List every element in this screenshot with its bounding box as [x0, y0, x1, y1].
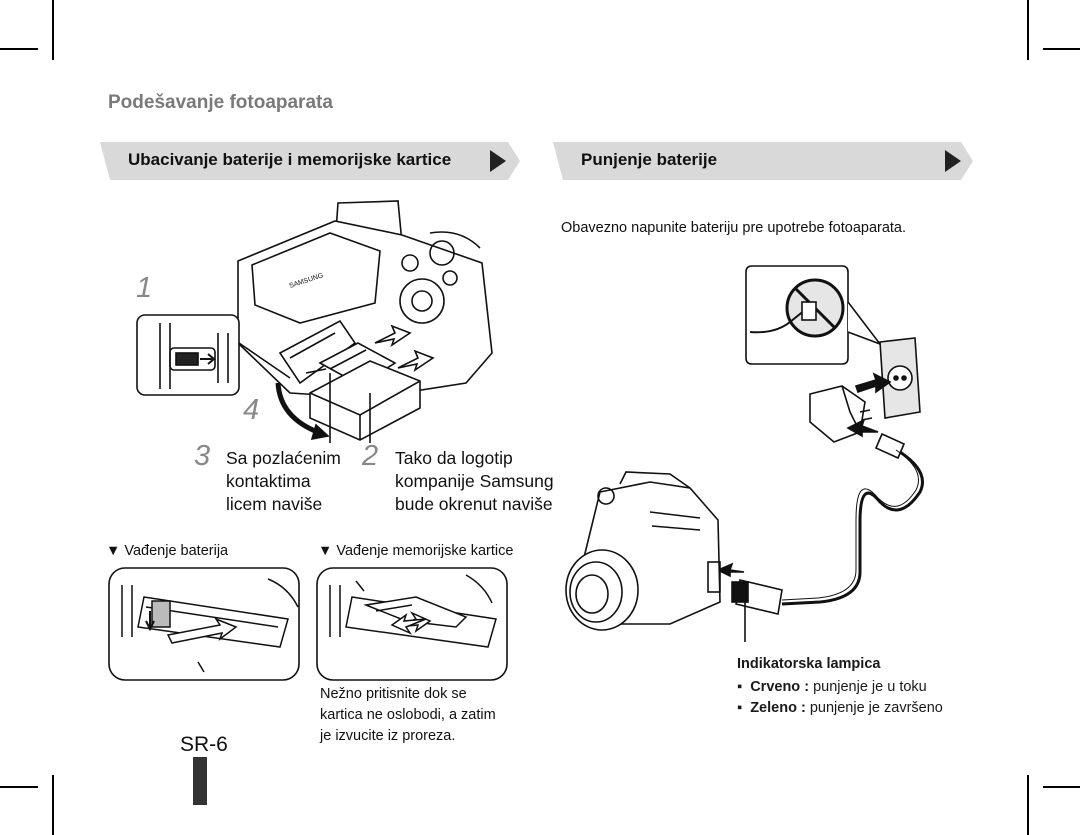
step-1-number: 1 — [136, 272, 153, 304]
page-tab-marker — [193, 757, 207, 805]
remove-battery-label: ▼ Vađenje baterija — [106, 543, 229, 559]
crop-mark — [0, 786, 38, 788]
crop-mark — [1043, 786, 1080, 788]
card-note-line-1: Nežno pritisnite dok se — [320, 686, 467, 702]
bullet-icon: ▪ — [737, 679, 751, 695]
step-2-line-2: kompanije Samsung — [395, 471, 554, 491]
card-note-line-2: kartica ne oslobodi, a zatim — [320, 707, 496, 723]
section-title: Podešavanje fotoaparata — [108, 92, 333, 113]
indicator-item-green: ▪ Zeleno : punjenje je završeno — [737, 700, 943, 716]
indicator-color-label: Crveno — [750, 679, 801, 695]
crop-mark — [52, 0, 54, 60]
step-3-number: 3 — [194, 440, 211, 472]
step-3-text: Sa pozlaćenim kontaktima licem naviše — [226, 447, 341, 516]
battery-insert-illustration: SAMSUNG — [136, 200, 493, 443]
remove-card-illustration — [316, 567, 508, 681]
card-note-line-3: je izvucite iz proreza. — [320, 728, 456, 744]
step-3-line-1: Sa pozlaćenim — [226, 448, 341, 468]
card-removal-note: Nežno pritisnite dok se kartica ne oslob… — [320, 684, 496, 747]
crop-mark — [1027, 775, 1029, 835]
crop-mark — [1043, 48, 1080, 50]
right-header-label: Punjenje baterije — [581, 150, 718, 169]
charge-intro-text: Obavezno napunite bateriju pre upotrebe … — [561, 220, 907, 236]
indicator-separator: : — [796, 700, 810, 716]
bullet-icon: ▪ — [737, 700, 751, 716]
crop-mark — [52, 775, 54, 835]
indicator-state-text: punjenje je u toku — [813, 679, 927, 695]
indicator-state-text: punjenje je završeno — [809, 700, 943, 716]
step-2-line-3: bude okrenut naviše — [395, 494, 553, 514]
indicator-separator: : — [800, 679, 814, 695]
step-3-line-3: licem naviše — [226, 494, 323, 514]
header-bar-shape — [553, 142, 973, 180]
indicator-color-label: Zeleno — [750, 700, 797, 716]
step-2-number: 2 — [362, 440, 379, 472]
crop-mark — [0, 48, 38, 50]
remove-battery-illustration — [108, 567, 300, 681]
charging-illustration — [565, 265, 924, 642]
step-2-text: Tako da logotip kompanije Samsung bude o… — [395, 447, 554, 516]
indicator-item-red: ▪ Crveno : punjenje je u toku — [737, 679, 927, 695]
right-section-header: Punjenje baterije — [553, 142, 973, 180]
indicator-title: Indikatorska lampica — [737, 656, 881, 672]
left-header-label: Ubacivanje baterije i memorijske kartice — [128, 150, 452, 169]
page-number: SR-6 — [180, 733, 228, 756]
step-3-line-2: kontaktima — [226, 471, 311, 491]
crop-mark — [1027, 0, 1029, 60]
remove-card-label: ▼ Vađenje memorijske kartice — [318, 543, 514, 559]
header-bar-shape — [100, 142, 520, 180]
step-4-number: 4 — [243, 394, 260, 426]
left-section-header: Ubacivanje baterije i memorijske kartice — [100, 142, 520, 180]
step-2-line-1: Tako da logotip — [395, 448, 513, 468]
